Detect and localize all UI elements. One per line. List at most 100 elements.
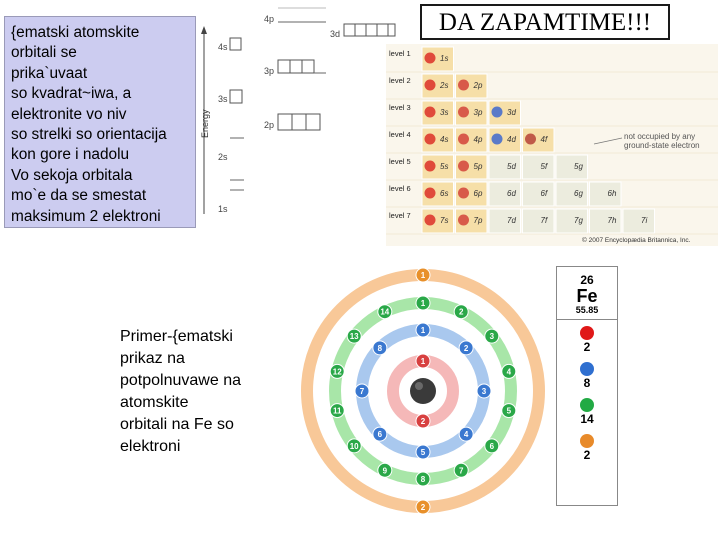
- electron-number: 8: [421, 475, 426, 484]
- orbital-cell: [622, 208, 655, 234]
- electron: [377, 462, 393, 478]
- element-symbol: Fe: [576, 286, 598, 306]
- orbital-label: 7p: [474, 216, 483, 225]
- orbital-label: 7g: [574, 216, 583, 225]
- electron: [415, 413, 431, 429]
- orbital-shape: [491, 106, 503, 118]
- orbital-boxes-2p: [277, 113, 321, 131]
- electron-number: 3: [482, 387, 487, 396]
- orbital-box-4s: [229, 37, 242, 51]
- orbital-label: 5d: [507, 162, 516, 171]
- orbital-cell: [555, 154, 588, 180]
- orbital-label: 5s: [440, 162, 448, 171]
- electron: [329, 403, 345, 419]
- text-line: kon gore i nadolu: [11, 146, 130, 164]
- orbital-label: 5g: [574, 162, 583, 171]
- orbital-boxes-3d: [343, 23, 396, 37]
- level-label: level 7: [389, 211, 411, 220]
- level-label: level 2: [389, 76, 411, 85]
- orbital-label: 1s: [440, 54, 448, 63]
- text-line: Primer-{ematski: [120, 328, 233, 345]
- electron: [476, 383, 492, 399]
- electron: [415, 353, 431, 369]
- orbital-cell: [589, 181, 622, 207]
- fe-example-caption: Primer-{ematski prikaz na potpolnuvawe n…: [120, 326, 280, 458]
- electron-number: 9: [383, 466, 388, 475]
- shell-count-item: 2: [557, 434, 617, 462]
- orbital-label: 5f: [541, 162, 548, 171]
- text-line: potpolnuvawe na: [120, 372, 241, 389]
- electron: [377, 304, 393, 320]
- orbital-cell: [421, 208, 454, 234]
- electron-number: 11: [333, 407, 342, 416]
- orbital-boxes-3p: [277, 59, 315, 74]
- orbital-cell: [488, 181, 521, 207]
- orbital-label: 6g: [574, 189, 583, 198]
- level-label: level 3: [389, 103, 411, 112]
- orbital-cell: [522, 181, 555, 207]
- orbital-label: 4s: [440, 135, 448, 144]
- electron: [484, 328, 500, 344]
- electron: [346, 438, 362, 454]
- text-line: Vo sekoja orbitala: [11, 166, 133, 184]
- electron-number: 7: [459, 466, 464, 475]
- electron: [354, 383, 370, 399]
- text-line: atomskite: [120, 394, 189, 411]
- orbital-label: 3s: [440, 108, 448, 117]
- electron-number: 2: [421, 503, 426, 512]
- text-line: orbitali se: [11, 44, 77, 62]
- electron: [372, 340, 388, 356]
- text-line: mo`e da se smestat: [11, 187, 147, 205]
- shell-electron-count: 2: [583, 448, 591, 462]
- orbital-label: 7f: [541, 216, 548, 225]
- shell-color-dot: [580, 326, 594, 340]
- orbital-label: 2p: [473, 81, 483, 90]
- orbital-shape: [458, 79, 469, 91]
- text-line: so strelki so orientacija: [11, 126, 167, 144]
- electron: [415, 295, 431, 311]
- shell-color-dot: [580, 434, 594, 448]
- orbital-cell: [589, 208, 622, 234]
- electron-number: 2: [421, 417, 426, 426]
- electron: [415, 322, 431, 338]
- orbital-shape: [458, 106, 469, 118]
- electron-number: 1: [421, 357, 426, 366]
- electron: [453, 462, 469, 478]
- orbital-label: 7d: [507, 216, 516, 225]
- orbital-label: 4d: [507, 135, 516, 144]
- orbital-cell: [522, 154, 555, 180]
- atomic-mass: 55.85: [575, 305, 599, 315]
- orbital-label-2s: 2s: [218, 152, 228, 162]
- text-line: prikaz na: [120, 350, 185, 367]
- level-label: level 6: [389, 184, 411, 193]
- electron: [501, 363, 517, 379]
- level-label: level 4: [389, 130, 411, 139]
- orbital-shape: [424, 187, 436, 199]
- electron-number: 1: [421, 326, 426, 335]
- electron-number: 12: [333, 367, 342, 376]
- orbital-shape: [458, 133, 469, 145]
- orbital-shape: [424, 79, 436, 91]
- orbital-label-1s: 1s: [218, 204, 228, 214]
- energy-axis-label: Energy: [200, 109, 210, 138]
- shell-color-dot: [580, 362, 594, 376]
- orbital-label-2p: 2p: [264, 120, 274, 130]
- orbital-shape: [525, 133, 536, 145]
- orbital-shape: [424, 133, 436, 145]
- orbital-label: 4p: [474, 135, 483, 144]
- shell-electron-count: 8: [583, 376, 591, 390]
- electron-number: 4: [464, 430, 469, 439]
- electron: [415, 267, 431, 283]
- electron: [458, 340, 474, 356]
- electron: [329, 363, 345, 379]
- electron: [484, 438, 500, 454]
- shell-electron-count: 2: [583, 340, 591, 354]
- electron: [415, 499, 431, 515]
- text-line: {ematski atomskite: [11, 24, 140, 41]
- unoccupied-note-line: ground-state electron: [624, 141, 700, 150]
- electron-number: 1: [421, 271, 426, 280]
- orbital-shape: [424, 106, 436, 118]
- copyright-notice: © 2007 Encyclopædia Britannica, Inc.: [582, 236, 691, 244]
- orbital-label-3p: 3p: [264, 66, 274, 76]
- text-line: prika`uvaat: [11, 64, 88, 82]
